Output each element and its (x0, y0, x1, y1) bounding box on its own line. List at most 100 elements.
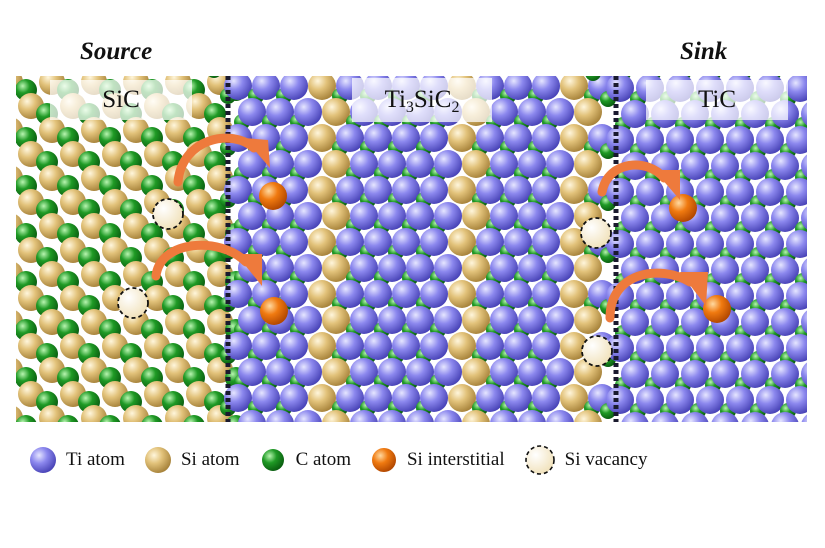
ti-atom (606, 126, 634, 154)
c-atom (168, 76, 178, 77)
ti-atom (406, 306, 434, 334)
diffusion-arrow (605, 268, 695, 323)
ti-atom (801, 362, 807, 386)
si-atom (560, 176, 588, 204)
ti-atom (476, 228, 504, 256)
ti-atom (420, 176, 448, 204)
c-atom (16, 415, 37, 422)
si-atom (560, 332, 588, 360)
ti-atom (392, 176, 420, 204)
diffusion-arrow-head (680, 272, 708, 306)
ti-atom (434, 254, 462, 282)
ti-atom (434, 150, 462, 178)
ti-atom (238, 98, 266, 126)
ti-atom (651, 48, 679, 76)
ti-atom (532, 176, 560, 204)
ti-atom (406, 150, 434, 178)
si-atom (448, 124, 476, 152)
si-atom (560, 124, 588, 152)
ti-atom (504, 332, 532, 360)
ti-atom (636, 178, 664, 206)
ti-atom (336, 332, 364, 360)
ti-atom (546, 306, 574, 334)
ti-atom (518, 358, 546, 386)
ti-atom (406, 410, 434, 422)
ti-atom (518, 202, 546, 230)
defects-and-arrows (117, 76, 731, 422)
ti-atom (786, 230, 807, 258)
ti-atom (224, 384, 252, 412)
c-atom (585, 76, 601, 81)
ti-atom (406, 358, 434, 386)
si-atom (165, 405, 191, 422)
legend-label: Ti atom (66, 449, 125, 470)
ti-atom (420, 332, 448, 360)
ti-atom (378, 46, 406, 74)
ti-atom (252, 384, 280, 412)
ti-atom (266, 46, 294, 74)
ti-atom (280, 228, 308, 256)
ti-atom (621, 308, 649, 336)
ti-atom (711, 204, 739, 232)
ti-atom (621, 412, 649, 422)
c-atom (0, 439, 16, 461)
ti-atom (294, 98, 322, 126)
ti-atom (266, 98, 294, 126)
ti-atom-icon (30, 447, 56, 473)
si-atom (18, 45, 44, 71)
si-atom (574, 98, 602, 126)
ti-atom (771, 308, 799, 336)
ti-atom (801, 310, 807, 334)
ti-atom (210, 46, 238, 74)
ti-atom (786, 178, 807, 206)
ti-atom (336, 124, 364, 152)
c-atom (810, 403, 825, 419)
ti-atom (518, 410, 546, 422)
ti-atom (490, 306, 518, 334)
ti-atom (532, 76, 560, 100)
si-atom (308, 176, 336, 204)
c-atom (0, 199, 16, 221)
ti-atom (546, 358, 574, 386)
ti-atom (771, 360, 799, 388)
si-atom (308, 384, 336, 412)
c-atom (141, 415, 163, 422)
si-atom (322, 254, 350, 282)
legend-item-ti: Ti atom (28, 445, 125, 475)
c-atom (0, 295, 16, 317)
sic-region-label: SiC (50, 80, 192, 120)
si-atom (308, 228, 336, 256)
ti-atom (364, 228, 392, 256)
si-atom (574, 410, 602, 422)
si-atom (462, 358, 490, 386)
ti-atom (406, 254, 434, 282)
ti-atom (636, 126, 664, 154)
si-vacancy (580, 217, 612, 249)
ti-atom (504, 124, 532, 152)
c-atom (0, 151, 16, 173)
ti-atom (434, 358, 462, 386)
ti-atom (816, 178, 825, 206)
ti-atom (364, 332, 392, 360)
ti-atom (621, 204, 649, 232)
ti-atom (606, 386, 634, 414)
ti-atom (224, 76, 252, 100)
si-vacancy (581, 335, 613, 367)
ti-atom (350, 306, 378, 334)
ti-atom (504, 280, 532, 308)
c-atom (516, 76, 528, 78)
ti-atom (666, 282, 694, 310)
ti-atom (711, 256, 739, 284)
si-atom (322, 202, 350, 230)
si-atom (39, 21, 65, 47)
ti-atom (546, 254, 574, 282)
si-atom-icon (144, 447, 171, 473)
ti-atom (392, 280, 420, 308)
si-atom (308, 332, 336, 360)
ti-atom (294, 202, 322, 230)
si-atom (123, 405, 149, 422)
diffusion-arrow-head (236, 254, 262, 286)
diffusion-arrow-head (654, 170, 680, 200)
ti-atom (756, 178, 784, 206)
